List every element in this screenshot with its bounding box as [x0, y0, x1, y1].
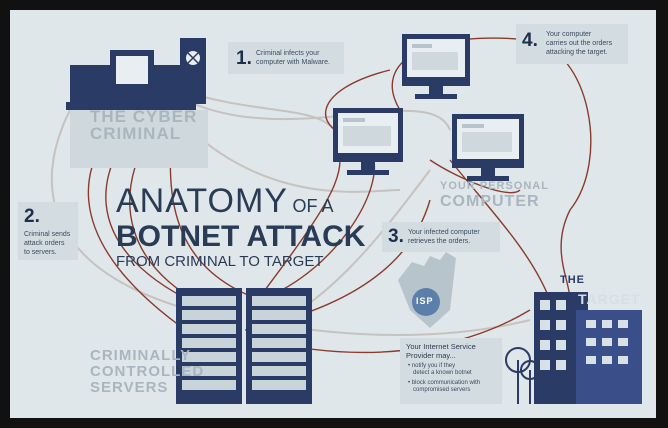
isp-bullet2-line1: • block communication with — [408, 380, 481, 386]
title-line2: BOTNET ATTACK — [116, 220, 366, 253]
isp-info-box — [400, 338, 502, 404]
personal-line2: COMPUTER — [440, 193, 540, 210]
step4-line1: Your computer — [546, 31, 592, 38]
label-target: TARGET — [578, 291, 641, 307]
servers-line3: SERVERS — [90, 379, 169, 396]
cyber-criminal-line1: THE CYBER — [90, 107, 198, 126]
label-isp: ISP — [416, 296, 434, 306]
cyber-criminal-line2: CRIMINAL — [90, 124, 182, 143]
personal-computer-right — [452, 114, 524, 181]
step2-box — [18, 202, 78, 260]
isp-bullet2-line2: compromised servers — [413, 387, 471, 393]
label-servers: CRIMINALLY CONTROLLED SERVERS — [90, 348, 204, 396]
step1-line1: Criminal infects your — [256, 50, 320, 57]
isp-bullet1-line1: • notify you if they — [408, 363, 456, 369]
personal-line1: YOUR PERSONAL — [440, 180, 549, 192]
title-anatomy: ANATOMY — [116, 182, 288, 220]
title-line3: FROM CRIMINAL TO TARGET — [116, 253, 324, 270]
isp-hand-icon — [398, 252, 456, 328]
server-racks — [176, 288, 312, 404]
step3-box — [382, 222, 500, 252]
infographic: THE CYBER CRIMINAL YOUR PERSONAL COMPUTE… — [10, 10, 656, 418]
step1-number: 1. — [236, 48, 252, 69]
label-cyber-criminal: THE CYBER CRIMINAL — [90, 108, 197, 142]
step3-number: 3. — [388, 226, 404, 247]
cyber-criminal-desk — [66, 38, 208, 168]
step4-box — [516, 24, 628, 64]
step3-text: Your infected computer retrieves the ord… — [408, 228, 480, 246]
isp-bullets: • notify you if they detect a known botn… — [408, 363, 480, 394]
personal-computer-top — [402, 34, 470, 99]
step4-line2: carries out the orders — [546, 40, 613, 47]
personal-computer-left — [333, 108, 403, 175]
step4-text: Your computer carries out the orders att… — [546, 30, 612, 57]
isp-heading-line1: Your Internet Service — [406, 342, 476, 351]
isp-heading: Your Internet Service Provider may... — [406, 342, 476, 360]
step2-text: Criminal sends attack orders to servers. — [24, 230, 70, 257]
step1-box — [228, 42, 344, 74]
servers-line1: CRIMINALLY — [90, 347, 192, 364]
title-of-a: OF A — [292, 196, 334, 216]
step1-text: Criminal infects your computer with Malw… — [256, 49, 330, 67]
label-target-prefix: THE — [560, 274, 585, 286]
isp-bullet1-line2: detect a known botnet — [413, 370, 472, 376]
title-line1: ANATOMY OF A — [116, 184, 333, 218]
servers-line2: CONTROLLED — [90, 363, 205, 380]
step2-number: 2. — [24, 206, 40, 227]
step4-line3: attacking the target. — [546, 49, 608, 56]
diagram-graphics — [50, 34, 642, 404]
step2-line1: Criminal sends — [24, 231, 71, 238]
step3-line1: Your infected computer — [408, 229, 480, 236]
target-buildings — [505, 292, 642, 404]
label-personal-computer: YOUR PERSONAL COMPUTER — [440, 180, 549, 210]
step2-line3: to servers. — [24, 249, 57, 256]
step4-number: 4. — [522, 30, 538, 51]
step2-line2: attack orders — [24, 240, 65, 247]
step3-line2: retrieves the orders. — [408, 238, 471, 245]
step1-line2: computer with Malware. — [256, 59, 330, 66]
isp-heading-line2: Provider may... — [406, 351, 456, 360]
